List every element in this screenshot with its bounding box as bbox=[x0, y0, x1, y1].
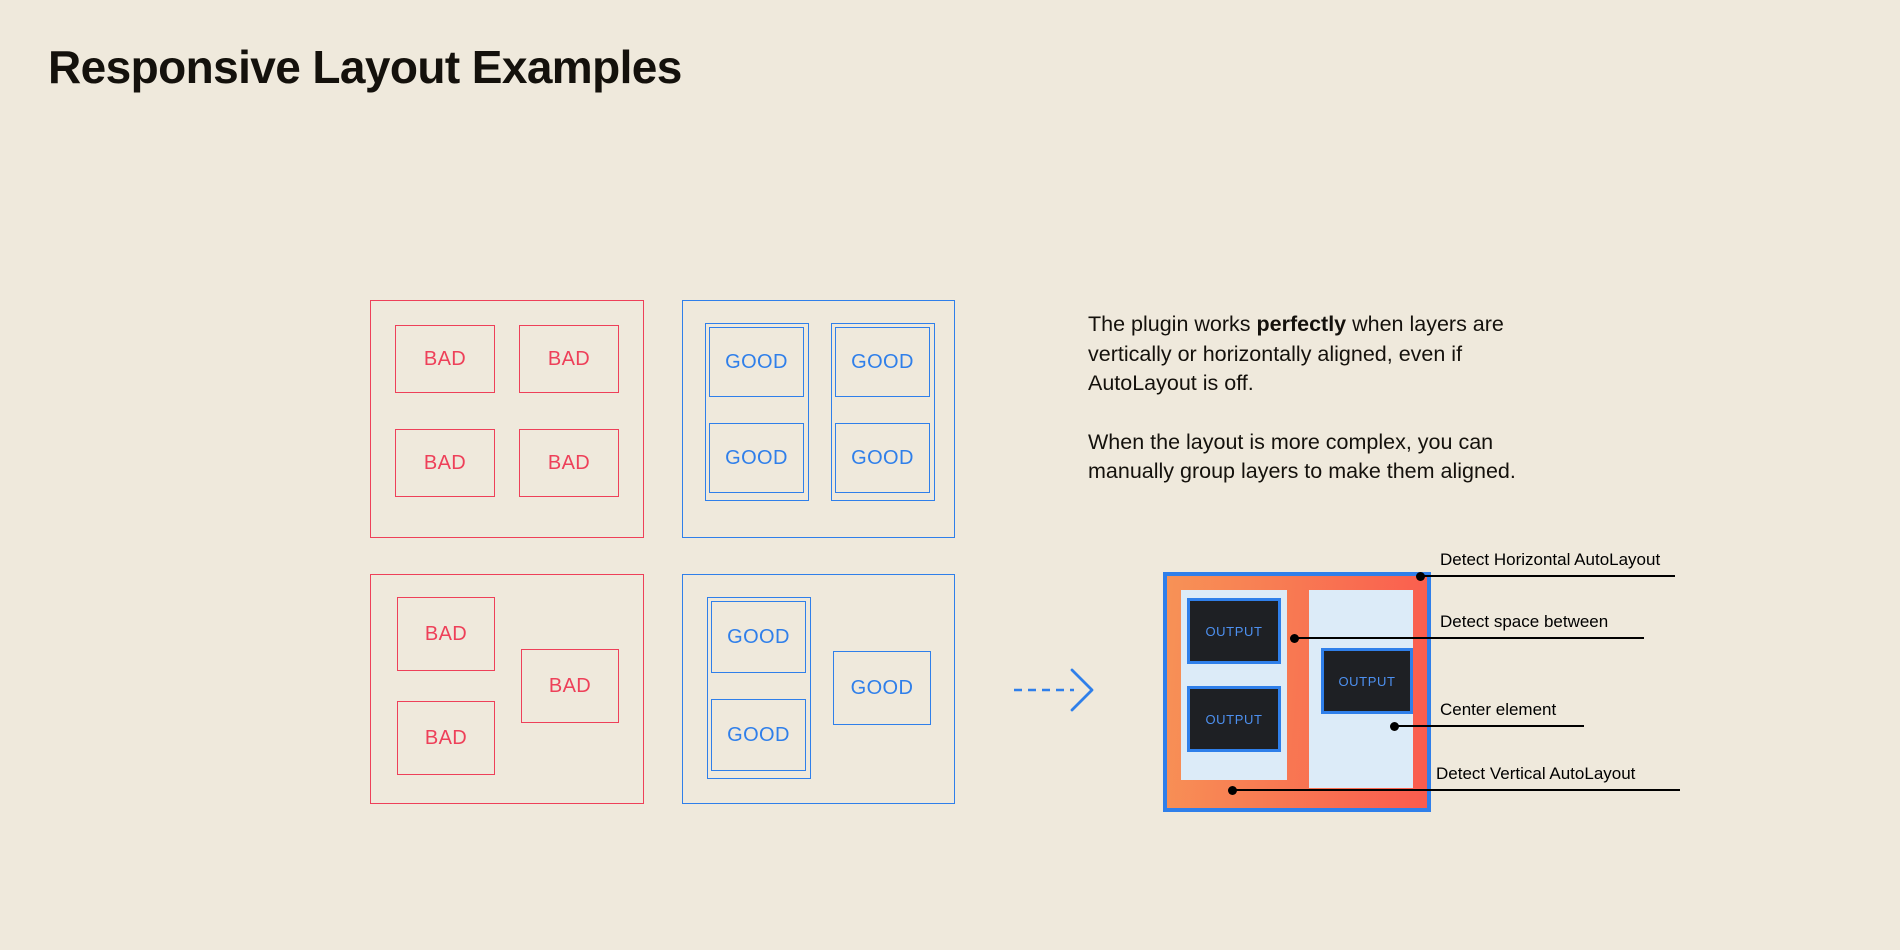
good-cell: GOOD bbox=[835, 423, 930, 493]
bad-cell: BAD bbox=[519, 429, 619, 497]
callout-leader-line bbox=[1394, 725, 1584, 728]
diagram-inner: OUTPUT OUTPUT OUTPUT bbox=[1181, 590, 1413, 794]
page-title: Responsive Layout Examples bbox=[48, 41, 682, 93]
group-wrapper: GOOD GOOD bbox=[831, 323, 935, 501]
good-grid-example: GOOD GOOD GOOD GOOD bbox=[682, 300, 955, 538]
callout-label: Center element bbox=[1440, 700, 1557, 719]
good-cell: GOOD bbox=[833, 651, 931, 725]
good-cell: GOOD bbox=[709, 423, 804, 493]
transform-arrow-icon bbox=[1012, 660, 1102, 720]
bad-cell: BAD bbox=[397, 597, 495, 671]
good-cell: GOOD bbox=[711, 601, 806, 673]
bad-complex-example: BAD BAD BAD bbox=[370, 574, 644, 804]
group-wrapper: GOOD GOOD bbox=[707, 597, 811, 779]
bad-cell: BAD bbox=[397, 701, 495, 775]
output-diagram: OUTPUT OUTPUT OUTPUT bbox=[1163, 572, 1431, 812]
callout-leader-line bbox=[1294, 637, 1644, 640]
output-box: OUTPUT bbox=[1187, 598, 1281, 664]
good-cell: GOOD bbox=[709, 327, 804, 397]
callout-label: Detect space between bbox=[1440, 612, 1609, 631]
good-cell: GOOD bbox=[711, 699, 806, 771]
output-box: OUTPUT bbox=[1187, 686, 1281, 752]
paragraph-1-emphasis: perfectly bbox=[1256, 312, 1347, 336]
bad-grid-example: BAD BAD BAD BAD bbox=[370, 300, 644, 538]
callout-leader-line bbox=[1420, 575, 1675, 578]
output-box: OUTPUT bbox=[1321, 648, 1413, 714]
paragraph-1: The plugin works perfectly when layers a… bbox=[1088, 310, 1558, 399]
arrow-right-dashed-icon bbox=[1014, 668, 1094, 712]
bad-cell: BAD bbox=[395, 325, 495, 393]
group-wrapper: GOOD GOOD bbox=[705, 323, 809, 501]
callout-label: Detect Vertical AutoLayout bbox=[1436, 764, 1636, 783]
paragraph-2: When the layout is more complex, you can… bbox=[1088, 429, 1516, 484]
description-text: The plugin works perfectly when layers a… bbox=[1088, 310, 1558, 487]
bad-cell: BAD bbox=[521, 649, 619, 723]
good-complex-example: GOOD GOOD GOOD bbox=[682, 574, 955, 804]
callout-leader-line bbox=[1232, 789, 1680, 792]
bad-cell: BAD bbox=[395, 429, 495, 497]
bad-cell: BAD bbox=[519, 325, 619, 393]
good-cell: GOOD bbox=[835, 327, 930, 397]
paragraph-1-prefix: The plugin works bbox=[1088, 312, 1257, 336]
paragraph-1-suffix: when layers are vertically or horizontal… bbox=[1088, 312, 1504, 395]
callout-label: Detect Horizontal AutoLayout bbox=[1440, 550, 1661, 569]
